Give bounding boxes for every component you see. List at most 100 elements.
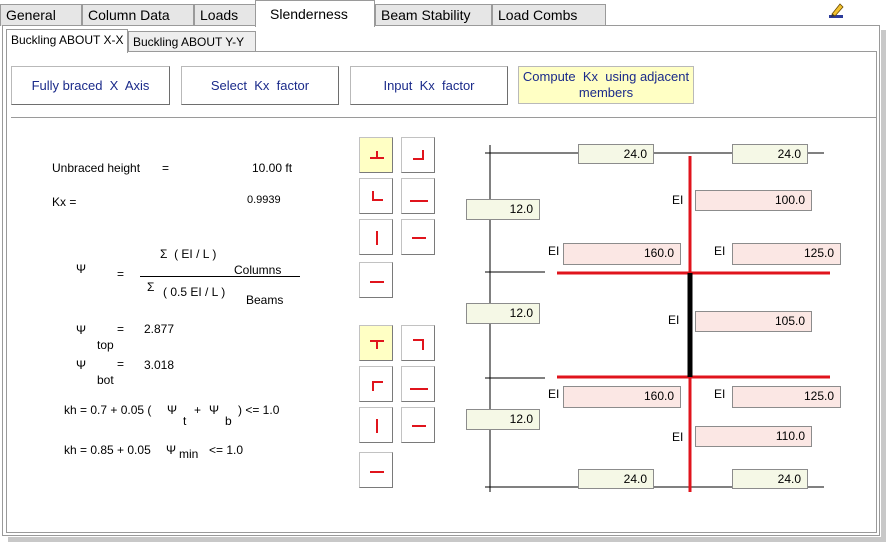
equals-sign: =: [162, 161, 170, 175]
psi-b-subscript: b: [225, 414, 232, 428]
column-line-icon: [376, 231, 378, 245]
kh-formula-1-end: ) <= 1.0: [238, 403, 280, 417]
kx-value: 0.9939: [247, 194, 281, 206]
top-beam-right-length[interactable]: 24.0: [732, 144, 808, 164]
equals-sign: =: [117, 322, 125, 336]
bottom-joint-corner-right-button[interactable]: [401, 325, 435, 361]
tab-beam-stability[interactable]: Beam Stability: [375, 4, 492, 26]
sigma-symbol: Σ: [147, 280, 155, 294]
buckling-x-panel: [6, 51, 877, 533]
plus-sign: +: [194, 403, 202, 417]
tab-load-combs[interactable]: Load Combs: [492, 4, 606, 26]
top-joint-beam-button[interactable]: [401, 178, 435, 214]
tab-general[interactable]: General: [0, 4, 82, 26]
upper-right-beam-ei[interactable]: 125.0: [732, 243, 841, 265]
psi-symbol: Ψ: [76, 358, 87, 372]
denominator: ( 0.5 EI / L ): [163, 285, 226, 299]
bottom-beam-left-length[interactable]: 24.0: [578, 469, 654, 489]
short-beam-icon: [412, 425, 426, 427]
tab-column-data[interactable]: Column Data: [82, 4, 194, 26]
psi-top-subscript: top: [97, 338, 114, 352]
ei-label: EI: [672, 193, 684, 207]
psi-bot-value: 3.018: [144, 358, 175, 372]
top-joint-none-button[interactable]: [359, 262, 393, 298]
panel-shadow: [881, 30, 886, 541]
beam-line-icon: [410, 388, 428, 390]
psi-top-value: 2.877: [144, 322, 175, 336]
short-beam-icon: [370, 471, 384, 473]
upper-column-ei[interactable]: 100.0: [695, 190, 812, 211]
beams-label: Beams: [246, 293, 284, 307]
ei-label: EI: [672, 430, 684, 444]
columns-label: Columns: [234, 263, 282, 277]
kh-formula-2: kh = 0.85 + 0.05: [64, 443, 151, 457]
ei-label: EI: [548, 244, 560, 258]
top-joint-tee-button[interactable]: [359, 137, 393, 173]
unbraced-height-label: Unbraced height: [52, 161, 141, 175]
lower-right-beam-ei[interactable]: 125.0: [732, 386, 841, 408]
bottom-joint-tee-button[interactable]: [359, 325, 393, 361]
main-column-ei[interactable]: 105.0: [695, 311, 812, 332]
compute-kx-button[interactable]: Compute Kx using adjacent members: [518, 66, 694, 104]
ei-label: EI: [548, 387, 560, 401]
fully-braced-button[interactable]: Fully braced X Axis: [11, 66, 170, 105]
corner-left-icon: [372, 191, 383, 201]
input-kx-button[interactable]: Input Kx factor: [350, 66, 508, 105]
corner-right-icon: [413, 339, 424, 350]
unbraced-height-value: 10.00 ft: [252, 161, 293, 175]
bottom-joint-column-button[interactable]: [359, 407, 393, 443]
psi-symbol: Ψ: [76, 262, 87, 276]
tab-buckling-x[interactable]: Buckling ABOUT X-X: [6, 29, 128, 53]
edit-icon[interactable]: [828, 2, 846, 20]
top-joint-corner-left-button[interactable]: [359, 178, 393, 214]
bottom-joint-short-beam-button[interactable]: [401, 407, 435, 443]
psi-symbol: Ψ: [167, 403, 178, 417]
bottom-joint-none-button[interactable]: [359, 452, 393, 488]
psi-symbol: Ψ: [76, 323, 87, 337]
main-tab-bar: General Column Data Loads Slenderness Be…: [0, 0, 890, 27]
kh-formula-2-end: <= 1.0: [209, 443, 244, 457]
corner-left-icon: [372, 381, 383, 391]
fraction-bar: [140, 276, 300, 277]
top-joint-column-button[interactable]: [359, 219, 393, 255]
kh-formula-1: kh = 0.7 + 0.05 (: [64, 403, 152, 417]
ei-label: EI: [714, 387, 726, 401]
tee-up-icon: [370, 340, 384, 349]
tab-slenderness[interactable]: Slenderness: [255, 0, 375, 27]
tee-down-icon: [370, 151, 384, 159]
select-kx-button[interactable]: Select Kx factor: [181, 66, 339, 105]
corner-right-icon: [413, 150, 424, 160]
divider: [11, 117, 877, 118]
numerator: Σ ( EI / L ): [160, 247, 217, 261]
psi-bot-subscript: bot: [97, 373, 114, 387]
lower-column-ei[interactable]: 110.0: [695, 426, 812, 447]
top-joint-corner-right-button[interactable]: [401, 137, 435, 173]
upper-left-beam-ei[interactable]: 160.0: [563, 243, 681, 265]
equals-sign: =: [117, 267, 125, 281]
upper-column-length[interactable]: 12.0: [466, 199, 540, 220]
psi-symbol: Ψ: [209, 403, 220, 417]
top-joint-short-beam-button[interactable]: [401, 219, 435, 255]
equals-sign: =: [117, 357, 125, 371]
short-beam-icon: [412, 237, 426, 239]
psi-t-subscript: t: [183, 414, 187, 428]
top-beam-left-length[interactable]: 24.0: [578, 144, 654, 164]
bottom-beam-right-length[interactable]: 24.0: [732, 469, 808, 489]
column-line-icon: [376, 419, 378, 433]
bottom-joint-beam-button[interactable]: [401, 366, 435, 402]
short-beam-icon: [370, 281, 384, 283]
tab-loads[interactable]: Loads: [194, 4, 268, 26]
bottom-joint-corner-left-button[interactable]: [359, 366, 393, 402]
panel-shadow: [8, 537, 886, 542]
beam-line-icon: [410, 200, 428, 202]
psi-min-subscript: min: [179, 447, 199, 461]
tab-buckling-y[interactable]: Buckling ABOUT Y-Y: [128, 31, 256, 53]
psi-symbol: Ψ: [166, 443, 177, 457]
ei-label: EI: [714, 244, 726, 258]
lower-column-length[interactable]: 12.0: [466, 409, 540, 430]
middle-column-length[interactable]: 12.0: [466, 303, 540, 324]
kx-label: Kx =: [52, 195, 77, 209]
lower-left-beam-ei[interactable]: 160.0: [563, 386, 681, 408]
